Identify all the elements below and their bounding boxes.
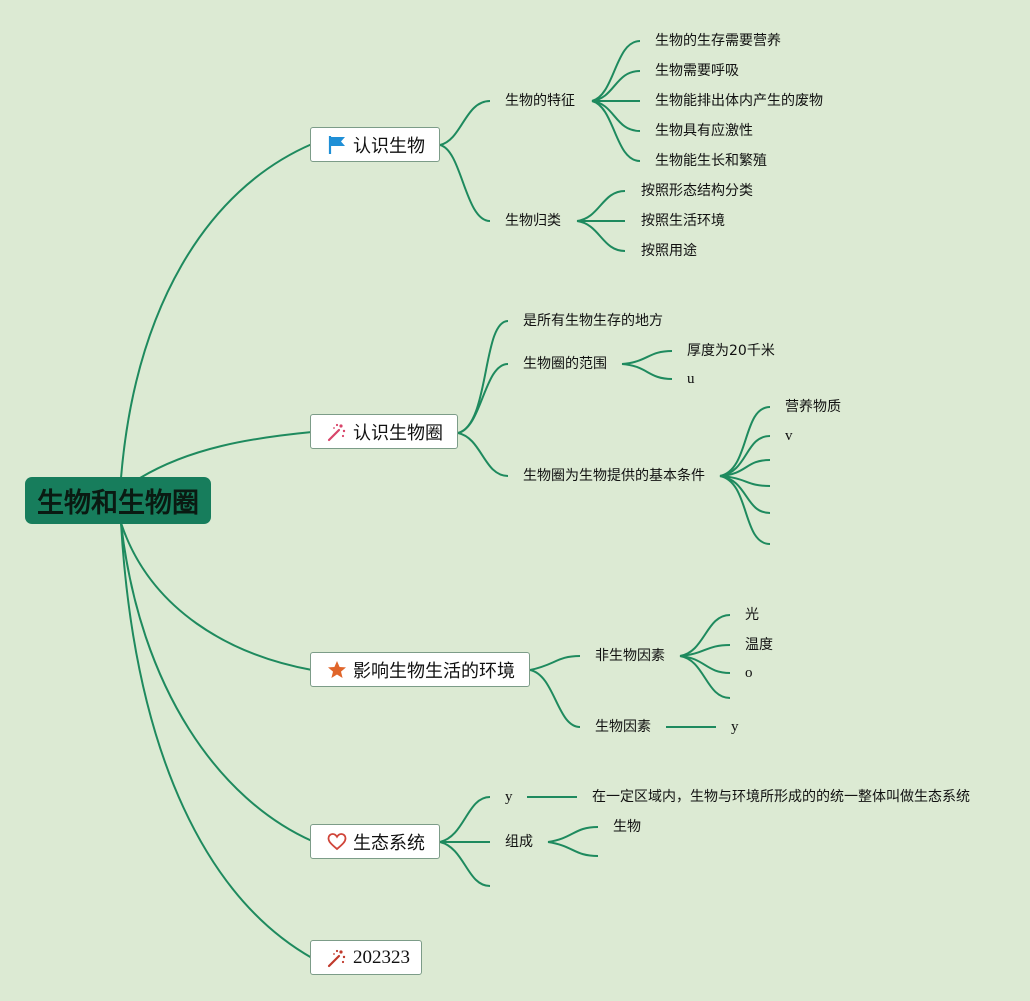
link-t2-conditions bbox=[457, 432, 509, 477]
subtopic-feature-3[interactable]: 生物能排出体内产生的废物 bbox=[655, 93, 823, 109]
topic-recognize-organisms[interactable]: 认识生物 bbox=[310, 127, 440, 162]
link-root-t5 bbox=[120, 522, 313, 959]
subtopic-ecosystem-y[interactable]: y bbox=[505, 789, 513, 805]
link-features-f5 bbox=[591, 100, 641, 162]
subtopic-classify-2[interactable]: 按照生活环境 bbox=[641, 213, 725, 229]
link-t2-place bbox=[457, 320, 509, 434]
subtopic-abiotic-factors[interactable]: 非生物因素 bbox=[595, 648, 665, 664]
topic-202323-label: 202323 bbox=[353, 946, 410, 968]
subtopic-range-1[interactable]: 厚度为20千米 bbox=[687, 343, 775, 359]
link-conditions-k1 bbox=[719, 406, 771, 477]
subtopic-composition-1[interactable]: 生物 bbox=[613, 819, 641, 835]
topic-ecosystem-label: 生态系统 bbox=[353, 832, 425, 854]
link-root-t1 bbox=[120, 143, 313, 479]
subtopic-ecosystem-composition[interactable]: 组成 bbox=[505, 834, 533, 850]
link-root-t3 bbox=[120, 522, 313, 671]
subtopic-feature-2[interactable]: 生物需要呼吸 bbox=[655, 63, 739, 79]
link-abiotic-a2 bbox=[679, 644, 731, 657]
link-composition-comp2 bbox=[547, 841, 599, 857]
subtopic-biosphere-range[interactable]: 生物圈的范围 bbox=[523, 356, 607, 372]
link-conditions-k3 bbox=[719, 459, 771, 477]
link-t4-y bbox=[439, 796, 491, 843]
subtopic-classify-3[interactable]: 按照用途 bbox=[641, 243, 697, 259]
subtopic-abiotic-3[interactable]: o bbox=[745, 665, 753, 681]
topic-recognize-biosphere[interactable]: 认识生物圈 bbox=[310, 414, 458, 449]
star-icon bbox=[327, 660, 347, 680]
subtopic-features[interactable]: 生物的特征 bbox=[505, 93, 575, 109]
subtopic-biosphere-place[interactable]: 是所有生物生存的地方 bbox=[523, 313, 663, 329]
link-t4-empty bbox=[439, 841, 491, 887]
subtopic-basic-conditions[interactable]: 生物圈为生物提供的基本条件 bbox=[523, 468, 705, 484]
link-range-r2 bbox=[621, 363, 673, 380]
link-features-f1 bbox=[591, 40, 641, 102]
subtopic-classify[interactable]: 生物归类 bbox=[505, 213, 561, 229]
topic-ecosystem[interactable]: 生态系统 bbox=[310, 824, 440, 859]
link-composition-comp1 bbox=[547, 826, 599, 843]
subtopic-biotic-factors[interactable]: 生物因素 bbox=[595, 719, 651, 735]
link-classify-c3 bbox=[576, 220, 626, 252]
flag-icon bbox=[327, 135, 347, 155]
link-t3-biotic bbox=[529, 669, 581, 728]
subtopic-abiotic-2[interactable]: 温度 bbox=[745, 637, 773, 653]
heart-icon bbox=[327, 832, 347, 852]
subtopic-ecosystem-definition[interactable]: 在一定区域内，生物与环境所形成的的统一整体叫做生态系统 bbox=[592, 789, 970, 805]
subtopic-condition-2[interactable]: v bbox=[785, 428, 793, 444]
link-t2-range bbox=[457, 363, 509, 434]
link-features-f2 bbox=[591, 70, 641, 102]
subtopic-classify-1[interactable]: 按照形态结构分类 bbox=[641, 183, 753, 199]
link-root-t2 bbox=[139, 431, 313, 479]
subtopic-condition-1[interactable]: 营养物质 bbox=[785, 399, 841, 415]
subtopic-feature-5[interactable]: 生物能生长和繁殖 bbox=[655, 153, 767, 169]
link-abiotic-a1 bbox=[679, 614, 731, 657]
subtopic-abiotic-1[interactable]: 光 bbox=[745, 607, 759, 623]
subtopic-feature-1[interactable]: 生物的生存需要营养 bbox=[655, 33, 781, 49]
magic-wand-icon bbox=[327, 948, 347, 968]
link-features-f4 bbox=[591, 100, 641, 132]
link-t1-classify bbox=[439, 144, 491, 222]
link-t1-features bbox=[439, 100, 491, 146]
topic-202323[interactable]: 202323 bbox=[310, 940, 422, 975]
root-topic[interactable]: 生物和生物圈 bbox=[25, 477, 211, 524]
subtopic-biotic-1[interactable]: y bbox=[731, 719, 739, 735]
root-topic-label: 生物和生物圈 bbox=[37, 488, 199, 519]
subtopic-feature-4[interactable]: 生物具有应激性 bbox=[655, 123, 753, 139]
magic-wand-icon bbox=[327, 422, 347, 442]
link-abiotic-a4 bbox=[679, 655, 731, 699]
subtopic-range-2[interactable]: u bbox=[687, 371, 695, 387]
link-t3-abiotic bbox=[529, 655, 581, 671]
topic-environment-factors-label: 影响生物生活的环境 bbox=[353, 660, 515, 682]
topic-environment-factors[interactable]: 影响生物生活的环境 bbox=[310, 652, 530, 687]
link-classify-c1 bbox=[576, 190, 626, 222]
link-range-r1 bbox=[621, 350, 673, 365]
link-conditions-k2 bbox=[719, 435, 771, 477]
link-conditions-k6 bbox=[719, 475, 771, 545]
link-root-t4 bbox=[120, 522, 313, 842]
topic-recognize-biosphere-label: 认识生物圈 bbox=[353, 422, 443, 444]
topic-recognize-organisms-label: 认识生物 bbox=[353, 135, 425, 157]
